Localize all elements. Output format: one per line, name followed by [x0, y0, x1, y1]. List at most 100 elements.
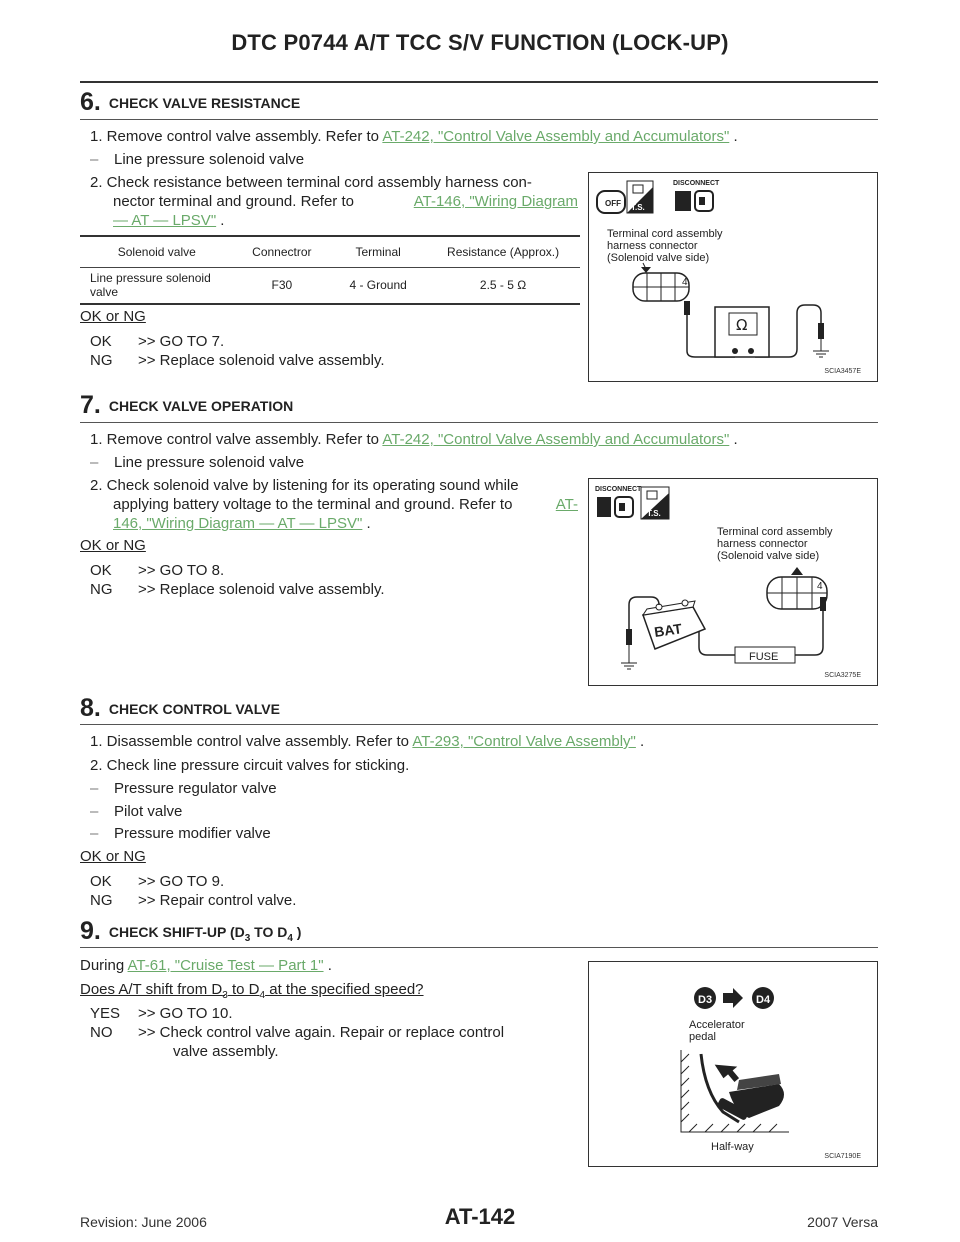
step-7-line-2b: applying battery voltage to the terminal…: [113, 496, 578, 513]
figure-code: SCIA3275E: [824, 672, 861, 679]
figure-shift-up: D3 D4 Accelerator pedal: [588, 961, 878, 1167]
ok-value: >> GO TO 8.: [138, 562, 225, 579]
ts-icon: T.S.: [640, 486, 670, 520]
step-9-question-sub: 4: [259, 990, 266, 1001]
footer-model: 2007 Versa: [807, 1214, 878, 1230]
step-9-question: Does A/T shift from D3 to D4 at the spec…: [80, 981, 424, 1001]
floor-hatch: [680, 1050, 789, 1133]
ok-key: OK: [90, 873, 112, 890]
link-wiring-diagram-cont[interactable]: — AT — LPSV": [113, 212, 217, 229]
table-header: Solenoid valve: [117, 244, 196, 259]
step-7-heading: 7. CHECK VALVE OPERATION: [80, 391, 293, 420]
link-control-valve-assembly[interactable]: AT-293, "Control Valve Assembly": [412, 733, 636, 750]
step-7-title: CHECK VALVE OPERATION: [108, 398, 294, 414]
svg-text:FUSE: FUSE: [749, 651, 778, 663]
svg-text:T.S.: T.S.: [631, 203, 645, 212]
link-wiring-diagram[interactable]: AT-146, "Wiring Diagram: [413, 193, 578, 210]
step-7-line-2b-text: applying battery voltage to the terminal…: [113, 496, 513, 513]
step-6-line-2b-text: nector terminal and ground. Refer to: [113, 193, 354, 210]
step-6-rule: [80, 119, 878, 120]
link-control-valve-assembly[interactable]: AT-242, "Control Valve Assembly and Accu…: [382, 128, 730, 145]
step-7-line-2c: 146, "Wiring Diagram — AT — LPSV" .: [113, 515, 371, 532]
step-8-okng: OK or NG: [80, 848, 146, 865]
step-7-line-2c-end: .: [362, 515, 371, 532]
step-8-line-1: 1. Disassemble control valve assembly. R…: [90, 733, 644, 750]
step-9-rule: [80, 947, 878, 948]
step-9-during: During AT-61, "Cruise Test — Part 1" .: [80, 957, 332, 974]
svg-text:T.S.: T.S.: [647, 509, 661, 518]
step-6-line-2b: nector terminal and ground. Refer to AT-…: [113, 193, 578, 210]
step-8-rule: [80, 724, 878, 725]
step-9-title-sub: 4: [287, 932, 293, 944]
step-8-ok: OK >> GO TO 9.: [90, 872, 224, 891]
ohmmeter-icon: Ω: [714, 306, 770, 358]
ground-icon: [813, 339, 829, 358]
step-7-dash-1: –Line pressure solenoid valve: [90, 454, 305, 471]
step-6-line-2c-end: .: [216, 212, 225, 229]
table-header: Connectror: [252, 244, 312, 259]
d3-badge-icon: D3: [694, 987, 716, 1009]
fuse-icon: FUSE: [734, 646, 796, 664]
step-8-heading: 8.CHECK CONTROL VALVE: [80, 694, 280, 723]
step-6-dash-1: –Line pressure solenoid valve: [90, 151, 305, 168]
step-6-title: CHECK VALVE RESISTANCE: [108, 95, 301, 111]
step-8-line-1-text: 1. Disassemble control valve assembly. R…: [90, 733, 413, 750]
ok-value: >> GO TO 9.: [138, 873, 225, 890]
step-6-number: 6.: [80, 88, 101, 116]
footer-revision: Revision: June 2006: [80, 1214, 207, 1230]
ng-key: NG: [90, 352, 113, 369]
step-8-line-1-end: .: [635, 733, 645, 750]
step-9-number: 9.: [80, 917, 101, 945]
link-cruise-test[interactable]: AT-61, "Cruise Test — Part 1": [127, 957, 324, 974]
ng-value: >> Repair control valve.: [138, 892, 297, 909]
arrow-press-icon: [714, 1064, 740, 1083]
table-cell-resistance: 2.5 - 5 Ω: [479, 278, 527, 293]
figure-operation-check: DISCONNECT T.S. Terminal cord assembly h…: [588, 478, 878, 686]
step-9-no: NO >> Check control valve again. Repair o…: [90, 1023, 504, 1042]
no-value: >> Check control valve again. Repair or …: [138, 1024, 505, 1041]
step-8-line-2: 2. Check line pressure circuit valves fo…: [90, 757, 410, 774]
ok-key: OK: [90, 333, 112, 350]
figure-code: SCIA3457E: [824, 368, 861, 375]
step-7-number: 7.: [80, 391, 101, 419]
link-wiring-diagram-cont[interactable]: 146, "Wiring Diagram — AT — LPSV": [113, 515, 363, 532]
step-9-heading: 9.CHECK SHIFT-UP (D3 TO D4 ): [80, 917, 301, 946]
svg-text:D3: D3: [698, 994, 712, 1006]
step-6-ok: OK>> GO TO 7.: [90, 332, 224, 351]
step-7-ng: NG>> Replace solenoid valve assembly.: [90, 580, 385, 599]
step-9-question-text: Does A/T shift from D: [80, 981, 223, 998]
step-8-dash-2: –Pilot valve: [90, 803, 183, 820]
accelerator-diagram: D3 D4 Accelerator pedal: [680, 987, 789, 1153]
step-9-title-end: ): [292, 924, 302, 940]
step-9-no-cont: valve assembly.: [173, 1043, 279, 1060]
step-8-title: CHECK CONTROL VALVE: [108, 701, 280, 717]
step-8-okng-text: OK or NG: [80, 848, 146, 865]
svg-text:Terminal cord assembly: Terminal cord assembly: [607, 228, 723, 240]
svg-text:harness connector: harness connector: [717, 538, 808, 550]
step-6-line-2a: 2. Check resistance between terminal cor…: [90, 174, 532, 191]
link-control-valve-assembly[interactable]: AT-242, "Control Valve Assembly and Accu…: [382, 431, 730, 448]
step-8-ng: NG>> Repair control valve.: [90, 891, 296, 910]
table-cell-solenoid-1: Line pressure solenoid: [90, 271, 211, 286]
svg-text:(Solenoid valve side): (Solenoid valve side): [717, 550, 819, 562]
step-9-question-sub: 3: [222, 990, 228, 1001]
step-9-title-mid: TO D: [250, 924, 288, 940]
ok-key: OK: [90, 562, 112, 579]
yes-value: >> GO TO 10.: [138, 1005, 233, 1022]
step-6-line-1: 1. Remove control valve assembly. Refer …: [90, 128, 738, 145]
svg-text:Half-way: Half-way: [711, 1141, 754, 1153]
step-7-line-1-end: .: [729, 431, 738, 448]
svg-text:4: 4: [817, 581, 823, 592]
step-7-line-1-text: 1. Remove control valve assembly. Refer …: [90, 431, 383, 448]
svg-text:Ω: Ω: [736, 316, 747, 334]
resistance-diagram: OFF T.S. DISCONNECT Terminal cord assemb…: [596, 180, 829, 358]
svg-text:4: 4: [682, 277, 688, 288]
table-header: Terminal: [355, 244, 401, 259]
page-number: AT-142: [444, 1204, 516, 1229]
svg-text:D4: D4: [756, 994, 771, 1006]
link-wiring-diagram[interactable]: AT-: [555, 496, 578, 513]
svg-text:OFF: OFF: [605, 199, 621, 208]
no-key: NO: [90, 1024, 113, 1041]
svg-text:Terminal cord assembly: Terminal cord assembly: [717, 526, 833, 538]
step-7-okng-text: OK or NG: [80, 537, 146, 554]
